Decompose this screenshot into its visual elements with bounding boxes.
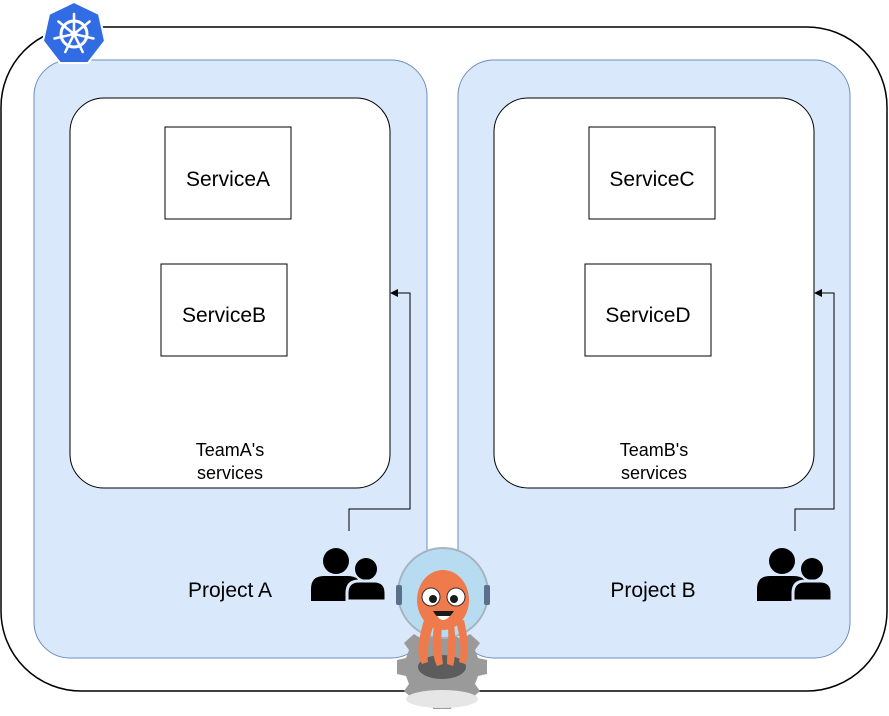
team-a-label: TeamA's services xyxy=(130,439,330,485)
service-d-label: ServiceD xyxy=(605,304,691,327)
team-a-label-line1: TeamA's xyxy=(195,440,265,460)
argo-octopus-icon xyxy=(396,547,490,709)
kubernetes-icon xyxy=(41,0,107,64)
team-b-label-line1: TeamB's xyxy=(619,440,689,460)
project-a-label: Project A xyxy=(187,579,273,602)
service-c-box xyxy=(588,126,716,220)
users-icon xyxy=(757,548,834,603)
service-a-label: ServiceA xyxy=(185,168,271,191)
service-b-label: ServiceB xyxy=(181,304,267,327)
team-b-label: TeamB's services xyxy=(554,439,754,485)
service-c-label: ServiceC xyxy=(609,168,695,191)
project-b-label: Project B xyxy=(610,579,696,602)
project-b-access-arrow xyxy=(794,289,835,531)
service-d-box xyxy=(584,263,712,357)
users-icon xyxy=(311,548,388,603)
project-a-access-arrow xyxy=(348,289,411,531)
service-b-box xyxy=(160,263,288,357)
team-b-label-line2: services xyxy=(620,463,687,483)
service-a-box xyxy=(164,126,292,220)
team-a-label-line2: services xyxy=(196,463,263,483)
